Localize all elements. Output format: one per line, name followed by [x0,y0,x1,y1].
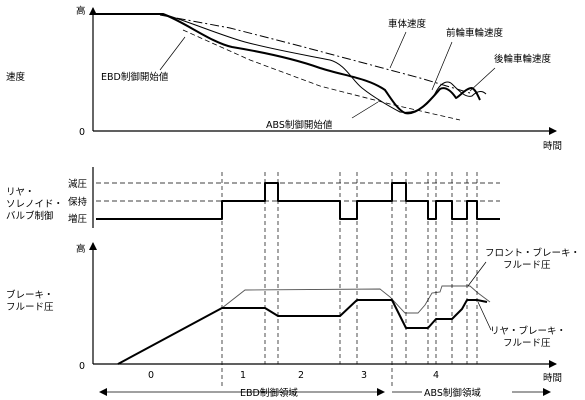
phase-label-0: 0 [148,370,154,381]
body-speed-curve [159,14,471,94]
pressure-y-label-line-2: フルード圧 [6,302,54,313]
rear-fluid-pressure-label-line-2: フルード圧 [503,338,551,349]
speed-y-label: 速度 [6,71,26,83]
abs-start-label: ABS制御開始値 [266,119,333,131]
rear-fluid-pressure-curve [117,299,488,365]
front-fluid-pressure-label-line-1: フロント・ブレーキ・ [485,247,580,259]
valve-y-label-line-1: リヤ・ [6,187,35,198]
valve-level-decrease: 減圧 [68,178,88,190]
pressure-x-label: 時間 [543,373,562,384]
phase-label-2: 2 [298,370,304,381]
ebd-threshold-curve [182,29,461,121]
front-wheel-speed-label: 前輪車輪速度 [446,27,504,39]
ebd-region-label: EBD制御領域 [240,387,298,399]
rear-fluid-pressure-label-line-1: リヤ・ブレーキ・ [490,325,566,337]
front-fluid-pressure-curve [221,285,491,314]
ebd-start-label: EBD制御開始値 [101,71,169,83]
phase-label-1: 1 [240,370,246,381]
rear-wheel-speed-curve [93,13,481,115]
front-wheel-speed-curve [162,13,487,113]
phase-label-3: 3 [361,370,367,381]
valve-level-increase: 増圧 [68,213,88,225]
phase-label-4: 4 [433,370,439,381]
front-wheel-speed-leader [431,41,453,91]
valve-y-label-line-2: ソレノイド・ [6,199,63,210]
front-fluid-pressure-label-line-2: フルード圧 [503,260,551,271]
control-regions: EBD制御領域 ABS制御領域 [99,387,551,399]
speed-x-label: 時間 [543,141,562,152]
rear-wheel-speed-leader [469,67,496,92]
speed-y-high-label: 高 [76,5,86,17]
valve-control-signal [96,182,500,220]
phase-dividers [221,172,478,388]
body-speed-leader [389,31,407,69]
speed-graph: 速度 高 0 時間 車体速度 前輪車輪速度 後輪車輪速度 EBD制御開始値 AB… [6,5,562,152]
pressure-y-high-label: 高 [76,243,86,255]
body-speed-label: 車体速度 [388,18,427,30]
rear-fluid-pressure-leader [477,301,492,331]
rear-wheel-speed-label: 後輪車輪速度 [494,53,552,65]
fluid-pressure-graph: ブレーキ・ フルード圧 高 0 時間 フロント・ブレーキ・ フルード圧 リヤ・ブ… [6,242,580,384]
valve-level-hold: 保持 [68,196,88,208]
valve-y-label-line-3: バルブ制御 [6,210,54,222]
solenoid-valve-graph: リヤ・ ソレノイド・ バルブ制御 減圧 保持 増圧 [6,167,500,228]
ebd-start-leader [159,36,186,71]
abs-region-label: ABS制御領域 [424,387,481,399]
pressure-y-label-line-1: ブレーキ・ [6,289,54,301]
abs-start-leader [351,101,379,119]
pressure-y-zero-label: 0 [79,361,85,372]
speed-y-zero-label: 0 [79,127,85,138]
